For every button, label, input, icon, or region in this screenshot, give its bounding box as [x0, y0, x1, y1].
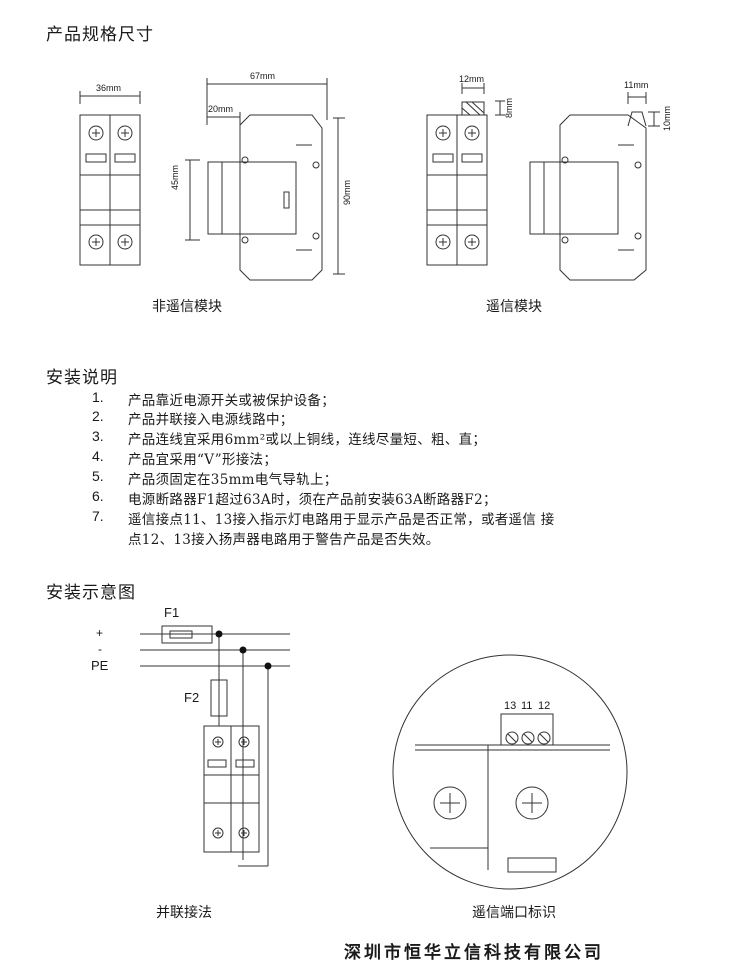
label-f1: F1 — [164, 605, 180, 620]
step-text: 遥信接点11、13接入指示灯电路用于显示产品是否正常，或者遥信 接 — [128, 512, 555, 528]
company-name: 深圳市恒华立信科技有限公司 — [344, 943, 604, 963]
caption-parallel-connection: 并联接法 — [156, 905, 212, 921]
step-number: 2. — [92, 408, 104, 424]
label-plus: + — [96, 626, 104, 640]
step-text: 产品连线宜采用6mm²或以上铜线，连线尽量短、粗、直； — [128, 432, 487, 448]
step-text-continuation: 点12、13接入扬声器电路用于警告产品是否失效。 — [128, 532, 440, 548]
terminal-label-11: 11 — [521, 700, 533, 712]
step-number: 5. — [92, 468, 104, 484]
label-minus: - — [98, 642, 102, 656]
dim-11mm: 11mm — [624, 80, 649, 90]
caption-remote-module: 遥信模块 — [486, 299, 542, 315]
dim-20mm: 20mm — [208, 104, 234, 114]
dim-36mm: 36mm — [96, 83, 122, 93]
step-number: 6. — [92, 488, 104, 504]
install-section-title: 安装说明 — [46, 368, 118, 388]
step-number: 4. — [92, 448, 104, 464]
dimension-drawings — [79, 78, 660, 281]
terminal-label-12: 12 — [538, 700, 551, 712]
diagram-section-title: 安装示意图 — [46, 583, 136, 603]
step-number: 7. — [92, 508, 104, 524]
dim-12mm: 12mm — [459, 74, 485, 84]
dim-67mm: 67mm — [250, 71, 276, 81]
label-pe: PE — [91, 658, 109, 673]
caption-non-remote-module: 非遥信模块 — [152, 299, 222, 315]
step-text: 产品并联接入电源线路中； — [128, 412, 294, 428]
terminal-label-13: 13 — [504, 700, 517, 712]
specs-section-title: 产品规格尺寸 — [46, 25, 154, 45]
step-text: 产品宜采用“V”形接法； — [128, 452, 278, 468]
step-number: 3. — [92, 428, 104, 444]
step-text: 产品靠近电源开关或被保护设备； — [128, 393, 335, 409]
label-f2: F2 — [184, 690, 200, 705]
step-number: 1. — [92, 389, 104, 405]
step-text: 电源断路器F1超过63A时，须在产品前安装63A断路器F2； — [128, 492, 497, 508]
step-text: 产品须固定在35mm电气导轨上； — [128, 472, 338, 488]
caption-remote-port-id: 遥信端口标识 — [472, 905, 556, 921]
